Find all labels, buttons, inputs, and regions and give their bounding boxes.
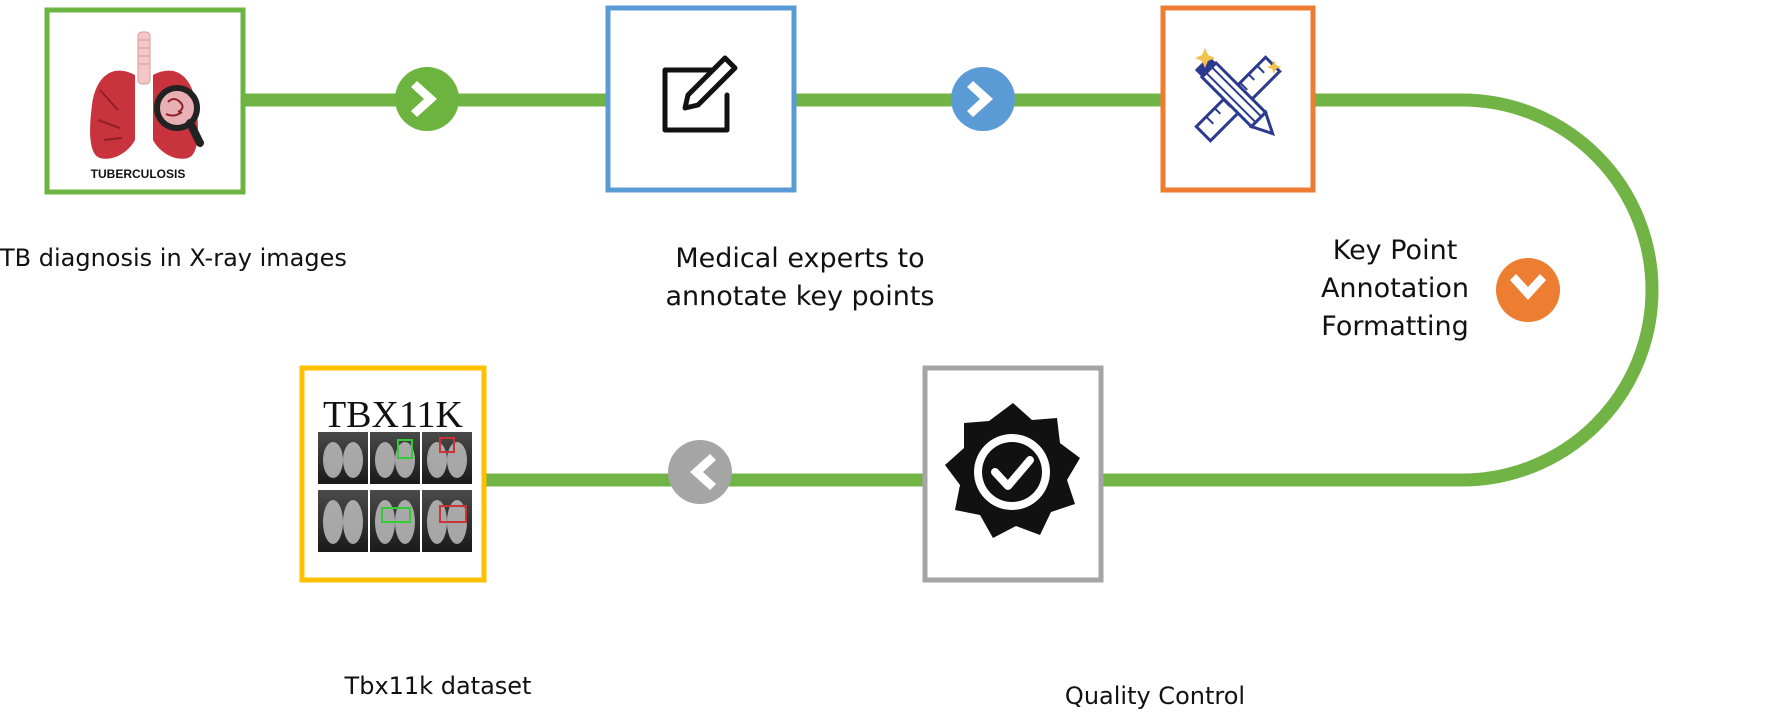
lungs-magnifier-icon — [90, 31, 204, 159]
tbx11k-dataset-caption: Tbx11k dataset — [344, 672, 532, 700]
arrow-right-icon — [951, 67, 1015, 131]
quality-control-step — [922, 365, 1104, 583]
medical-experts-step — [605, 5, 797, 193]
caption-line: Medical experts to — [675, 243, 925, 274]
tb-diagnosis-step: TUBERCULOSIS — [44, 7, 246, 195]
caption-line: annotate key points — [665, 280, 935, 312]
badge-check-icon — [945, 403, 1080, 538]
arrow-down-icon — [1496, 258, 1560, 322]
caption-line: Formatting — [1321, 310, 1469, 342]
arrow-right-icon — [395, 67, 459, 131]
tbx11k-dataset-step: TBX11K — [299, 365, 487, 583]
xray-grid-icon — [318, 432, 472, 552]
tbx11k-title: TBX11K — [323, 394, 464, 436]
caption-line: Key Point — [1332, 235, 1458, 266]
caption-line: Annotation — [1320, 272, 1470, 304]
process-track — [245, 93, 1659, 487]
keypoint-formatting-caption: Key Point Annotation Formatting — [1270, 232, 1520, 345]
medical-experts-caption: Medical experts to annotate key points — [640, 240, 960, 316]
keypoint-formatting-step — [1160, 5, 1316, 193]
arrow-left-icon — [668, 440, 732, 504]
tb-diagnosis-caption: TB diagnosis in X-ray images — [0, 244, 347, 272]
tuberculosis-label: TUBERCULOSIS — [91, 167, 186, 181]
edit-icon — [662, 55, 738, 133]
quality-control-caption: Quality Control — [1064, 682, 1246, 710]
ruler-pencil-icon — [1194, 48, 1282, 143]
